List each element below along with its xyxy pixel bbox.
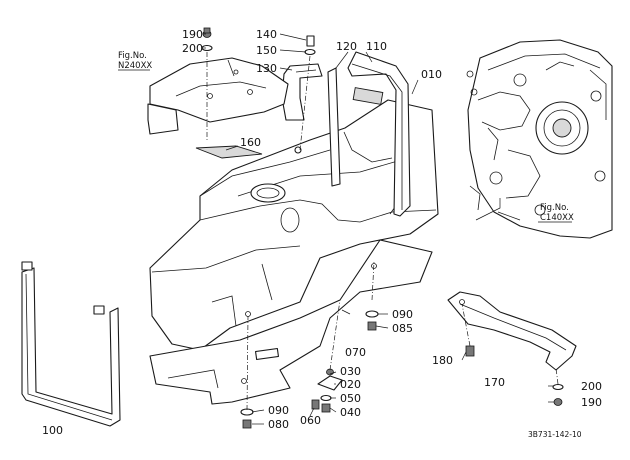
callout-090-right: 090 [392, 308, 413, 321]
callout-085: 085 [392, 322, 413, 335]
mounting-bracket [147, 57, 289, 135]
tank-cover-plate [149, 239, 433, 405]
leader-lines [202, 33, 554, 425]
callout-010: 010 [421, 68, 442, 81]
fig-ref-c140-line2: C140XX [540, 213, 574, 223]
strap-110 [347, 51, 411, 217]
fig-ref-n240-line1: Fig.No. [118, 51, 147, 61]
callout-160: 160 [240, 136, 261, 149]
fuel-tank [149, 99, 439, 351]
callout-150: 150 [256, 44, 277, 57]
callout-200-right: 200 [581, 380, 602, 393]
callout-120: 120 [336, 40, 357, 53]
transmission-case [466, 39, 613, 239]
callout-130: 130 [256, 62, 277, 75]
callout-100: 100 [42, 424, 63, 437]
drawing-code: 3B731-142-10 [528, 430, 582, 439]
callout-090-bottom: 090 [268, 404, 289, 417]
fig-ref-c140-line1: Fig.No. [540, 203, 569, 213]
callout-110: 110 [366, 40, 387, 53]
callout-190-right: 190 [581, 396, 602, 409]
callout-020: 020 [340, 378, 361, 391]
callout-140: 140 [256, 28, 277, 41]
callout-180: 180 [432, 354, 453, 367]
callout-170: 170 [484, 376, 505, 389]
callout-190-top: 190 [182, 28, 203, 41]
pad-160 [195, 145, 263, 159]
callout-070: 070 [345, 346, 366, 359]
callout-050: 050 [340, 392, 361, 405]
stay-170 [447, 291, 577, 371]
fig-ref-n240-line2: N240XX [118, 61, 152, 71]
strap-120 [327, 67, 341, 187]
strap-100 [21, 261, 121, 427]
alignment-lines [206, 52, 559, 411]
callout-080: 080 [268, 418, 289, 431]
callout-200-top: 200 [182, 42, 203, 55]
callout-040: 040 [340, 406, 361, 419]
bracket-130 [281, 63, 323, 121]
callout-060: 060 [300, 414, 321, 427]
callout-030: 030 [340, 365, 361, 378]
